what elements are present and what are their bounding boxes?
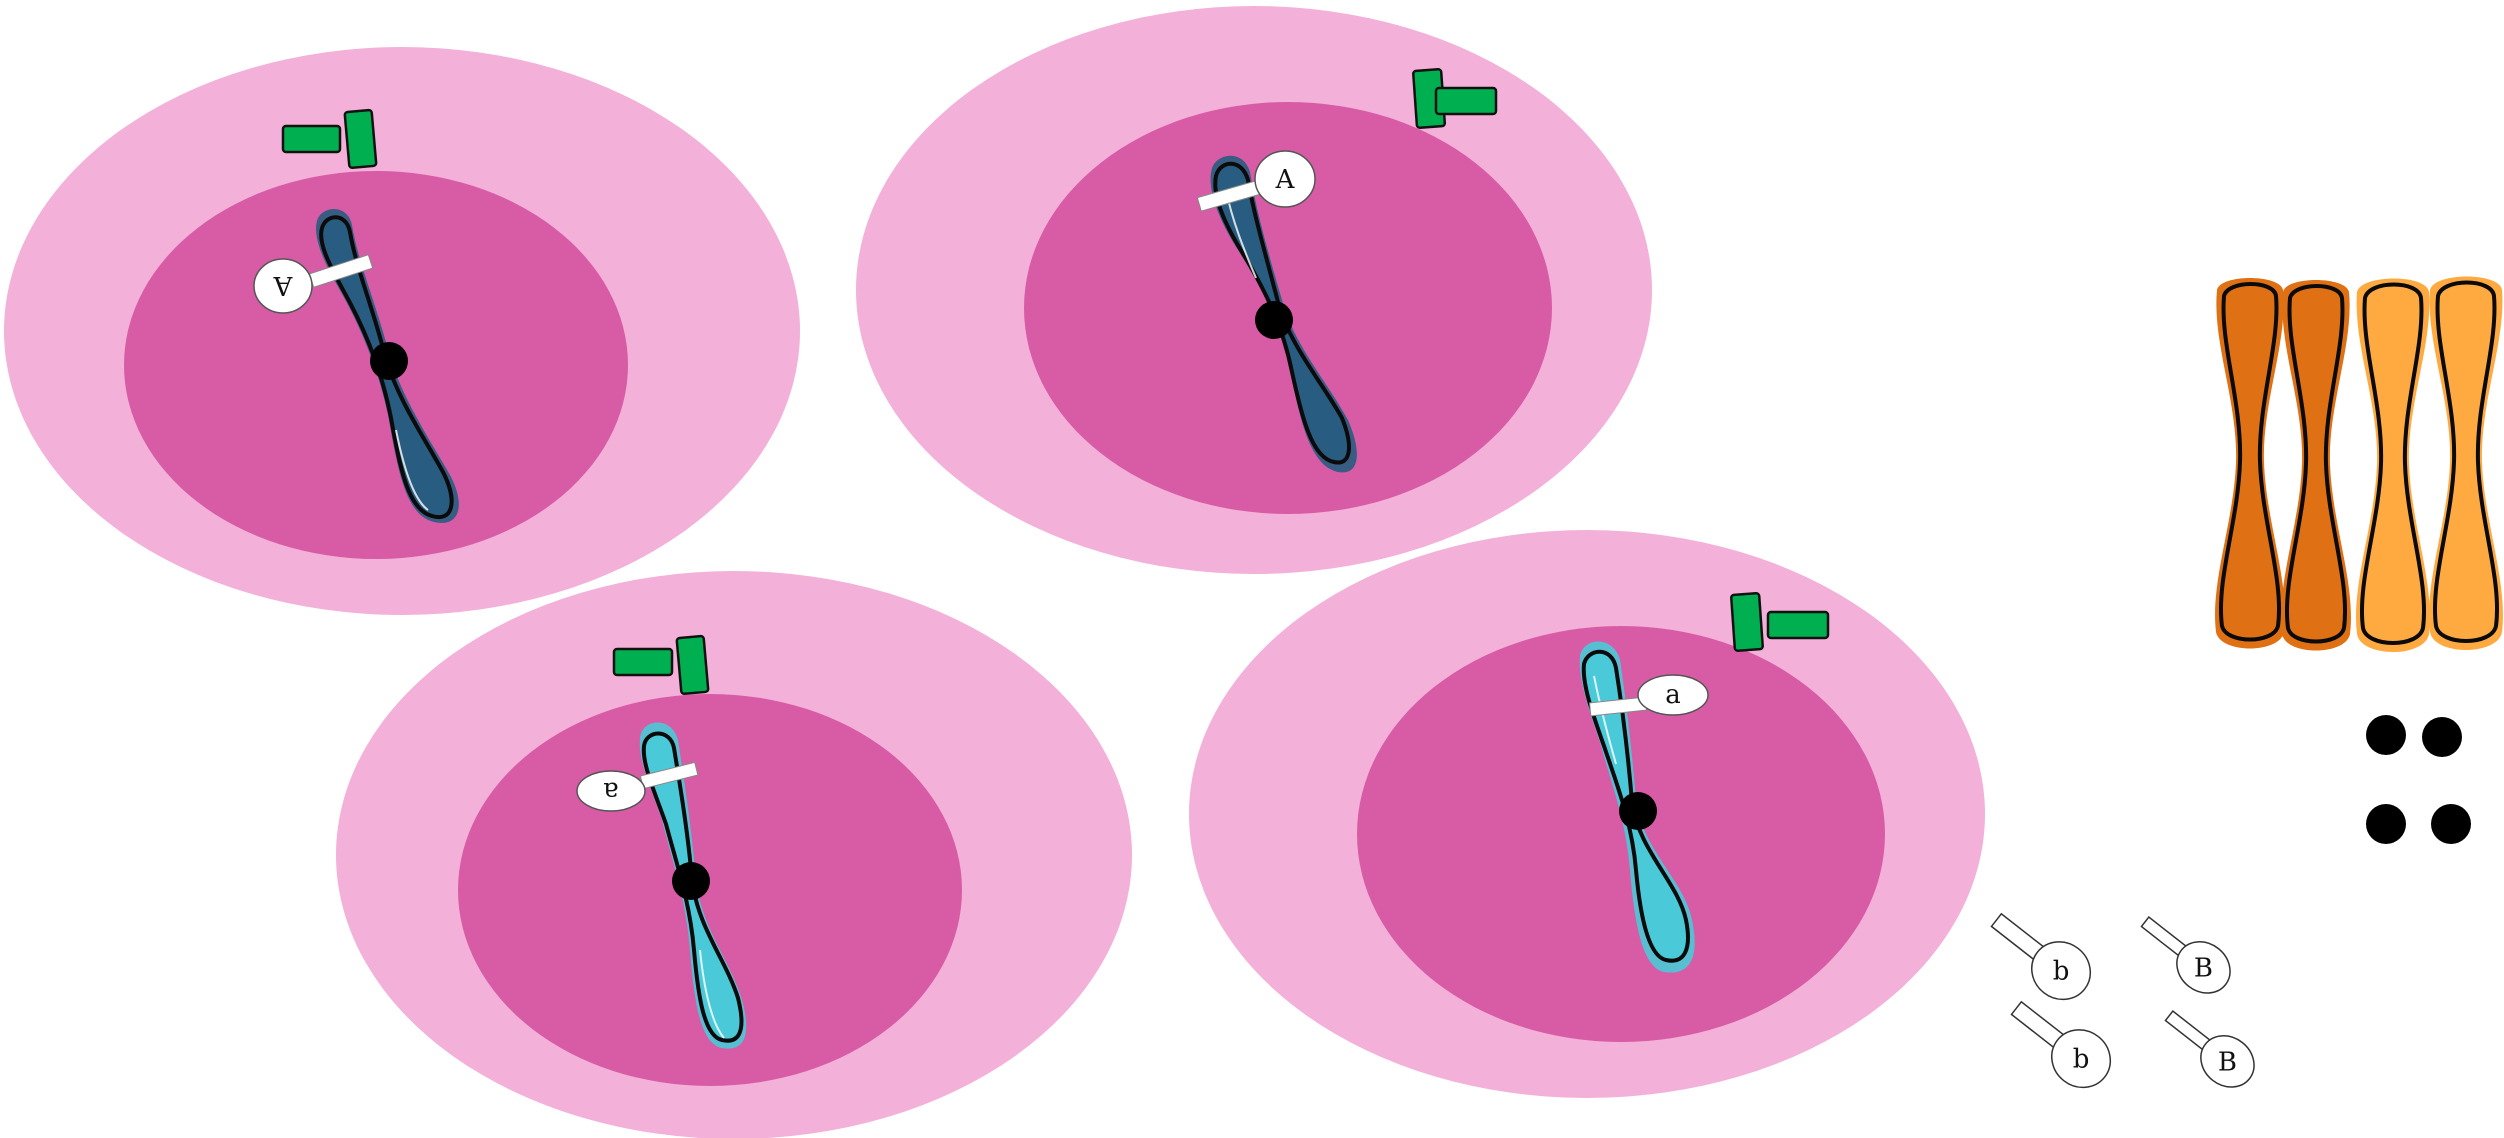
allele-label: a [577,771,645,811]
allele-label: a [1638,675,1708,715]
allele-text: b [2073,1045,2090,1075]
allele-pin: b [1979,898,2102,1011]
allele-text: A [1275,165,1296,195]
allele-label: A [1255,151,1315,207]
cell-top-middle: A [856,6,1652,574]
loose-chromosome-body [2221,284,2279,640]
loose-chromosome [2356,279,2430,653]
allele-pin: b [1999,986,2122,1099]
allele-label: A [254,259,312,313]
loose-chromosome-body [2362,285,2424,644]
loose-centromere [2366,804,2406,844]
centriole-horizontal [614,649,672,675]
loose-centromere [2431,804,2471,844]
allele-pin: B [2154,997,2264,1098]
loose-centromere [2422,717,2462,757]
centriole-horizontal [283,126,340,152]
loose-chromosome-body [2287,286,2345,642]
loose-centromeres [2366,715,2471,844]
loose-chromosome [2215,278,2285,649]
allele-text: a [603,776,619,806]
allele-pin: B [2130,903,2240,1004]
cell-top-left: A [4,47,800,615]
centriole-horizontal [1768,612,1828,638]
allele-text: A [272,270,293,300]
centromere [1255,301,1293,339]
loose-chromosome [2429,277,2503,651]
centriole-horizontal [1436,88,1496,114]
allele-text: B [2218,1047,2237,1077]
loose-centromere [2366,715,2406,755]
centromere [370,342,408,380]
loose-chromosomes [2215,277,2503,653]
allele-text: a [1665,680,1681,710]
allele-text: b [2053,957,2070,987]
allele-text: B [2194,953,2213,983]
loose-allele-labels: b B b B [1979,898,2264,1099]
cell-bottom-left: a [336,571,1132,1138]
centriole-vertical [345,110,377,168]
loose-chromosome-body [2435,283,2497,642]
centriole-vertical [1731,593,1763,651]
centromere [1619,792,1657,830]
centromere [672,862,710,900]
loose-chromosome [2281,280,2351,651]
centriole-vertical [677,636,709,694]
cell-bottom-middle: a [1189,530,1985,1098]
